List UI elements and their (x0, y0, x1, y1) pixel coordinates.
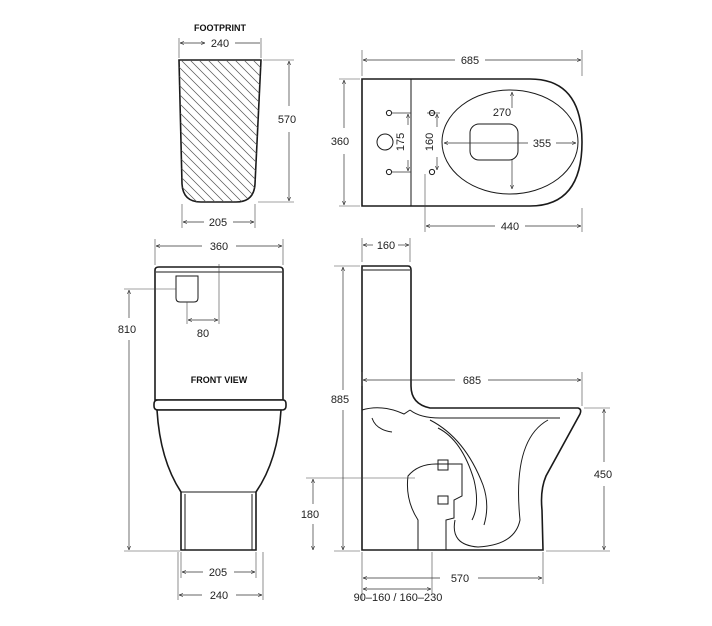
footprint-view: FOOTPRINT 240 570 205 (19, 23, 296, 229)
top-length: 685 (461, 55, 479, 67)
top-width: 360 (331, 136, 349, 148)
footprint-outline (178, 59, 262, 203)
top-set-out: 440 (501, 221, 519, 233)
top-hole-offset: 160 (424, 133, 436, 151)
flush-button-top (376, 133, 394, 151)
footprint-title: FOOTPRINT (194, 23, 246, 33)
hatch-line (28, 60, 173, 205)
hatch-line (179, 60, 192, 202)
footprint-depth: 570 (278, 114, 296, 126)
hatch-line (179, 60, 210, 202)
front-base-inner: 205 (209, 567, 227, 579)
side-cistern-depth: 160 (377, 240, 395, 252)
top-seat-width: 270 (493, 107, 511, 119)
hatch-line (179, 60, 261, 202)
hatch-line (179, 60, 237, 202)
hatch-line (179, 60, 255, 202)
seat-outline (441, 89, 579, 195)
hatch-line (179, 60, 261, 202)
footprint-width-bottom: 205 (209, 217, 227, 229)
top-view: 685 360 175 160 270 355 440 (331, 50, 583, 233)
hatch-line (179, 60, 183, 202)
hatch-line (189, 60, 261, 202)
hatch-line (180, 60, 261, 202)
front-button-offset: 80 (197, 328, 209, 340)
hatch-line (179, 60, 246, 202)
front-pan (156, 409, 282, 551)
footprint-width-top: 240 (211, 38, 229, 50)
hatch-line (179, 60, 201, 202)
hatch-line (234, 60, 261, 202)
top-seat-depth: 355 (533, 138, 551, 150)
hatch-line (19, 60, 164, 205)
front-width: 360 (210, 241, 228, 253)
front-height: 810 (118, 324, 136, 336)
top-outline (361, 78, 583, 207)
hatch-line (198, 60, 261, 202)
outlet-pipe (407, 463, 463, 551)
flush-button-front (175, 275, 199, 303)
side-length: 685 (463, 375, 481, 387)
hatch-line (179, 60, 261, 202)
hatch-line (225, 60, 261, 202)
side-view: 160 885 685 450 180 570 (301, 238, 612, 604)
hatch-line (179, 60, 261, 202)
side-outlet-height: 180 (301, 509, 319, 521)
bowl-opening (469, 123, 519, 161)
side-seat-height: 450 (594, 469, 612, 481)
hatch-line (179, 60, 261, 202)
hatch-line (179, 60, 261, 202)
side-base-length: 570 (451, 573, 469, 585)
hatch-line (216, 60, 261, 202)
front-title: FRONT VIEW (191, 375, 248, 385)
trapway-inner (429, 419, 488, 526)
front-base-outer: 240 (210, 590, 228, 602)
side-body (361, 265, 582, 551)
top-hole-spacing: 175 (395, 133, 407, 151)
seat-lid-edge (153, 399, 287, 411)
hatch-line (179, 60, 219, 202)
side-total-height: 885 (331, 394, 349, 406)
hatch-line (179, 60, 228, 202)
side-outlet-range: 90–160 / 160–230 (354, 592, 443, 604)
front-cistern (154, 266, 284, 401)
hatch-line (207, 60, 261, 202)
front-view: 360 FRONT VIEW 810 80 205 240 (118, 239, 287, 602)
